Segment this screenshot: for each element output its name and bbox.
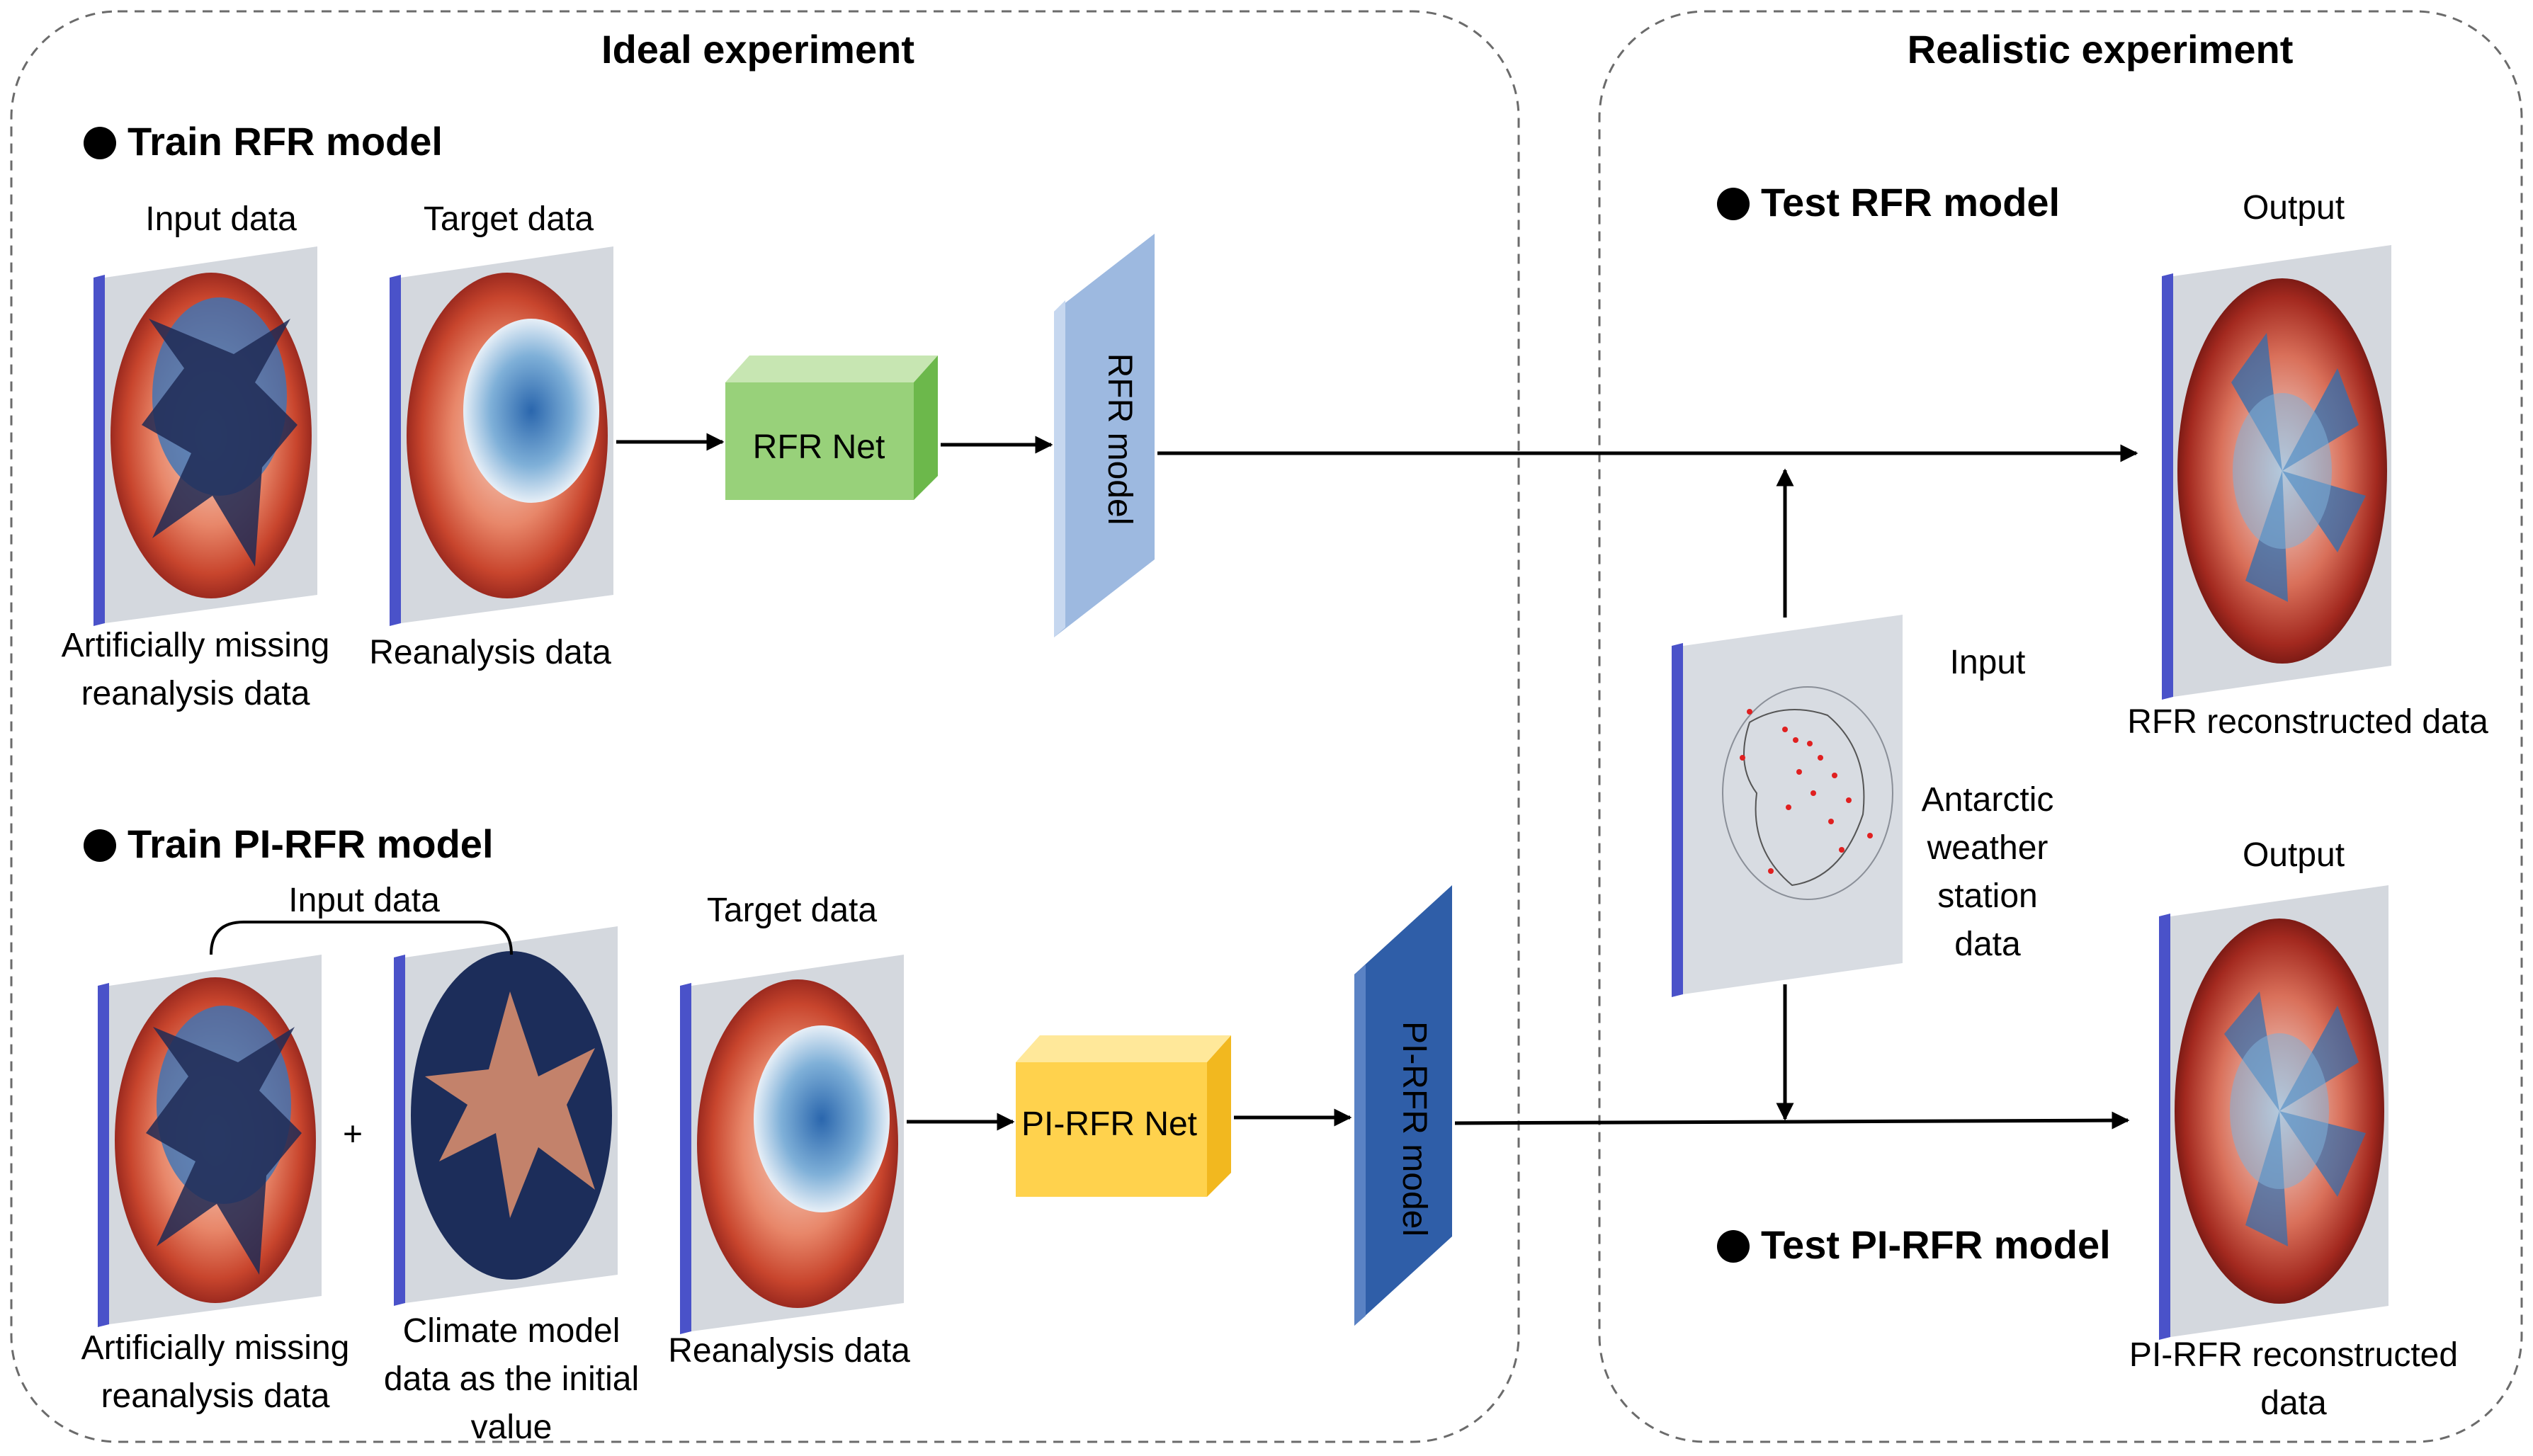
pirfr-model-label: PI-RFR model (1395, 1020, 1433, 1237)
train-pirfr-heading-text: Train PI-RFR model (128, 821, 494, 866)
train-rfr-input-label: Input data (145, 200, 297, 238)
bullet-icon (1717, 188, 1750, 220)
plus-sign: + (342, 1115, 363, 1154)
train-pirfr-heading: Train PI-RFR model (84, 824, 494, 864)
pirfr-output-map (2159, 885, 2388, 1340)
realistic-experiment-title: Realistic experiment (1907, 27, 2294, 72)
train-pirfr-input2-caption: Climate model data as the initial value (383, 1312, 640, 1446)
train-pirfr-target-caption: Reanalysis data (668, 1332, 910, 1370)
arrow-pirfr-model-to-output (1454, 1111, 2130, 1130)
bullet-icon (1717, 1230, 1750, 1263)
station-input-label: Input (1949, 644, 2026, 681)
input-map-pirfr-reanalysis (98, 955, 322, 1327)
rfr-model-label: RFR model (1101, 353, 1138, 525)
test-rfr-heading-text: Test RFR model (1761, 180, 2061, 224)
test-rfr-output-caption: RFR reconstructed data (2127, 703, 2488, 741)
bullet-icon (84, 829, 116, 862)
ideal-experiment-title: Ideal experiment (601, 27, 914, 72)
input-map-rfr (94, 246, 317, 626)
input-map-pirfr-climate (394, 926, 618, 1306)
pirfr-model-slab (1354, 885, 1452, 1326)
train-rfr-input-caption: Artificially missing reanalysis data (61, 627, 330, 712)
ideal-experiment-panel (10, 10, 1520, 1443)
pirfr-net-label: PI-RFR Net (1021, 1105, 1198, 1143)
realistic-experiment-panel (1598, 10, 2523, 1443)
train-rfr-heading-text: Train RFR model (128, 119, 443, 164)
bullet-icon (84, 127, 116, 159)
test-rfr-output-label: Output (2242, 189, 2345, 227)
input-data-bracket (210, 921, 513, 955)
train-pirfr-input1-caption: Artificially missing reanalysis data (81, 1329, 350, 1415)
train-rfr-target-label: Target data (423, 200, 594, 238)
pirfr-net-box (1016, 1035, 1231, 1197)
train-rfr-heading: Train RFR model (84, 122, 443, 161)
train-pirfr-input-label: Input data (288, 882, 440, 919)
test-rfr-heading: Test RFR model (1717, 183, 2060, 222)
train-rfr-target-caption: Reanalysis data (369, 634, 611, 671)
test-pirfr-output-label: Output (2242, 836, 2345, 874)
rfr-output-map (2162, 245, 2391, 700)
target-map-rfr (390, 246, 613, 626)
rfr-model-slab (1054, 234, 1155, 637)
test-pirfr-heading: Test PI-RFR model (1717, 1225, 2111, 1265)
test-pirfr-output-caption: PI-RFR reconstructed data (2129, 1336, 2459, 1422)
station-caption: Antarctic weather station data (1921, 781, 2054, 963)
rfr-net-label: RFR Net (752, 428, 885, 466)
rfr-net-box (725, 356, 938, 500)
station-map (1672, 615, 1903, 997)
test-pirfr-heading-text: Test PI-RFR model (1761, 1222, 2111, 1267)
train-pirfr-target-label: Target data (706, 892, 878, 929)
target-map-pirfr (680, 955, 904, 1334)
